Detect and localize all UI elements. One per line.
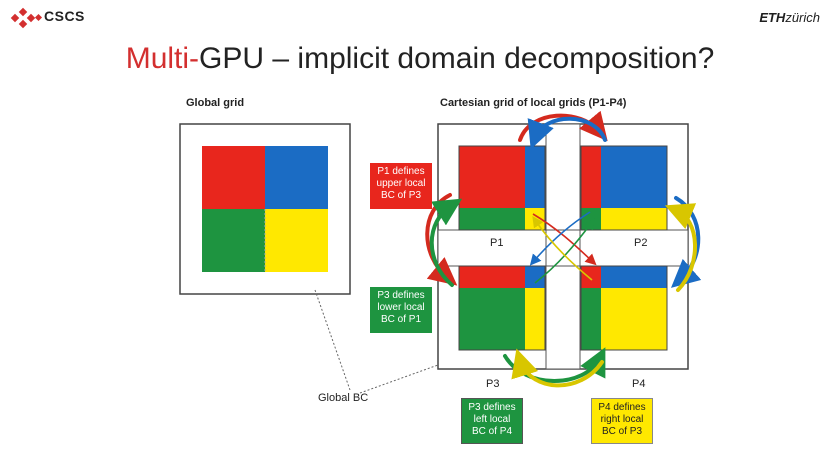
vertical-gap-border	[545, 123, 581, 370]
p4-red-halo	[581, 266, 601, 288]
global-cell-blue	[265, 146, 328, 209]
global-bc-leader-left	[314, 289, 351, 391]
title-rest: GPU – implicit domain decomposition?	[199, 42, 715, 75]
global-bc-leader-right	[359, 364, 439, 394]
p1-red	[459, 146, 525, 208]
arrow-blue-top	[527, 116, 607, 150]
p2-border	[580, 145, 668, 231]
vertical-gap	[546, 124, 580, 369]
horizontal-gap-border	[437, 229, 689, 267]
global-cell-green	[202, 209, 265, 272]
p3-border	[458, 265, 546, 351]
callout-p3-lower: P3 defines lower local BC of P1	[370, 287, 432, 333]
eth-logo-bold: ETH	[759, 10, 786, 25]
p3-blue-halo	[525, 266, 545, 288]
cscs-logo-text: CSCS	[44, 8, 85, 24]
p2-red-halo	[581, 146, 601, 208]
arrow-diag-yellow	[532, 216, 593, 281]
eth-logo: ETHzürich	[759, 10, 820, 25]
p4-yellow	[601, 288, 667, 350]
callout-p3-left: P3 defines left local BC of P4	[461, 398, 523, 444]
p3-green	[459, 288, 525, 350]
p1-label: P1	[490, 237, 504, 249]
cscs-logo	[10, 6, 130, 32]
p2-label: P2	[634, 237, 648, 249]
global-grid	[179, 123, 351, 295]
p2-blue	[601, 146, 667, 208]
title-accent: Multi-	[125, 42, 200, 75]
exchange-arrows	[425, 110, 702, 388]
cscs-logo-icon	[10, 7, 43, 29]
p4-green-halo	[581, 288, 601, 350]
p4-label: P4	[632, 378, 646, 390]
p2-green-halo	[581, 208, 601, 230]
arrow-yellow-bottom	[511, 348, 604, 388]
cartesian-grid-label: Cartesian grid of local grids (P1-P4)	[440, 97, 627, 109]
eth-logo-rest: zürich	[785, 10, 820, 25]
p1-green-halo	[459, 208, 525, 230]
arrow-diag-blue	[529, 211, 591, 266]
arrow-diag-green	[534, 218, 595, 284]
p1-blue-halo	[525, 146, 545, 208]
global-cell-red	[202, 146, 265, 209]
arrow-yellow-right	[664, 203, 697, 292]
global-grid-label: Global grid	[186, 97, 245, 109]
p3-local-grid	[458, 265, 546, 351]
callout-p1-upper: P1 defines upper local BC of P3	[370, 163, 432, 209]
p1-border	[458, 145, 546, 231]
slide-title: Multi-GPU – implicit domain decompositio…	[0, 42, 840, 76]
p3-red-halo	[459, 266, 525, 288]
arrow-green-left	[429, 198, 463, 287]
p3-yellow-halo	[525, 288, 545, 350]
p4-local-grid	[580, 265, 668, 351]
diagonal-arrows	[529, 211, 597, 284]
p4-border	[580, 265, 668, 351]
p3-label: P3	[486, 378, 500, 390]
p2-yellow-halo	[601, 208, 667, 230]
global-cell-yellow	[265, 209, 328, 272]
p2-local-grid	[580, 145, 668, 231]
p1-local-grid	[458, 145, 546, 231]
global-bc-label: Global BC	[318, 392, 369, 404]
callout-p4-right: P4 defines right local BC of P3	[591, 398, 653, 444]
p4-blue-halo	[601, 266, 667, 288]
